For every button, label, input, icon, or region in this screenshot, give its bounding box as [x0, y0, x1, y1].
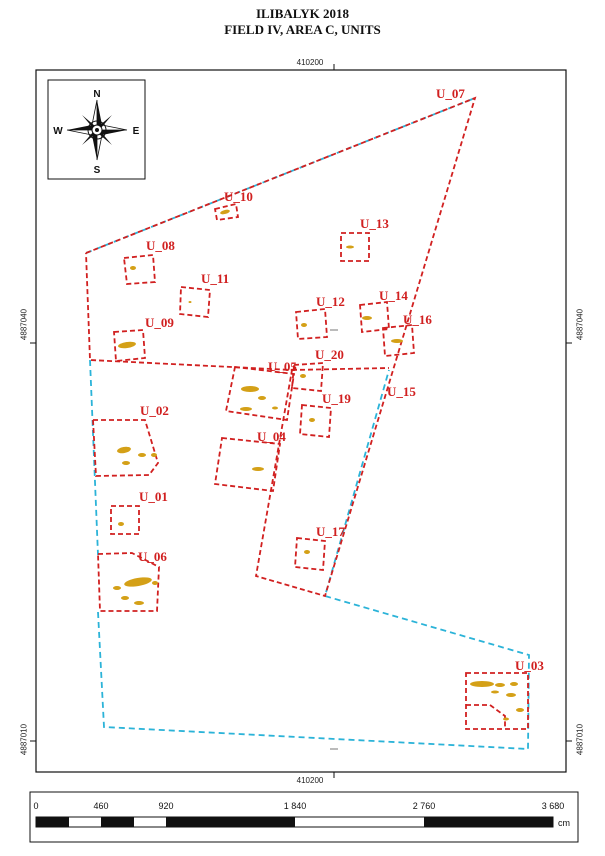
map-title-line1: ILIBALYK 2018 [255, 6, 350, 21]
unit-label-u07: U_07 [436, 86, 465, 101]
unit-label-u10: U_10 [224, 189, 253, 204]
unit-label-u09: U_09 [145, 315, 174, 330]
unit-label-u17: U_17 [316, 524, 345, 539]
unit-label-u03: U_03 [515, 658, 544, 673]
map-title-line2: FIELD IV, AREA C, UNITS [224, 22, 381, 37]
scale-tick-label: 2 760 [413, 801, 436, 811]
unit-label-u06: U_06 [138, 549, 167, 564]
unit-label-u05: U_05 [268, 359, 297, 374]
unit-label-u04: U_04 [257, 429, 286, 444]
unit-label-u12: U_12 [316, 294, 345, 309]
scale-bar: 0 460 920 1 840 2 760 3 680 cm [29, 791, 579, 843]
scale-tick-label: 3 680 [542, 801, 565, 811]
scale-unit-label: cm [558, 818, 570, 828]
unit-label-u13: U_13 [360, 216, 389, 231]
unit-label-u19: U_19 [322, 391, 351, 406]
scale-tick-label: 1 840 [284, 801, 307, 811]
compass-e-label: E [133, 126, 140, 137]
compass-s-label: S [94, 165, 101, 176]
unit-label-u15: U_15 [387, 384, 416, 399]
survey-boundary [85, 97, 530, 750]
compass-w-label: W [53, 126, 63, 137]
unit-outlines [85, 96, 529, 730]
unit-label-u02: U_02 [140, 403, 169, 418]
finds [113, 209, 524, 721]
compass-rose-icon: N S E W [47, 79, 146, 180]
unit-label-u14: U_14 [379, 288, 408, 303]
compass-n-label: N [93, 89, 100, 100]
unit-labels: U_07 U_10 U_13 U_08 U_11 U_12 U_14 U_16 … [138, 86, 544, 673]
scale-tick-label: 0 [33, 801, 38, 811]
map-frame [35, 69, 567, 773]
unit-label-u08: U_08 [146, 238, 175, 253]
grid-x-top: 410200 [296, 58, 324, 67]
unit-label-u11: U_11 [201, 271, 229, 286]
scale-tick-label: 460 [93, 801, 108, 811]
grid-x-bottom: 410200 [296, 776, 324, 785]
unit-label-u20: U_20 [315, 347, 344, 362]
unit-label-u01: U_01 [139, 489, 168, 504]
unit-label-u16: U_16 [403, 312, 432, 327]
scale-tick-label: 920 [158, 801, 173, 811]
